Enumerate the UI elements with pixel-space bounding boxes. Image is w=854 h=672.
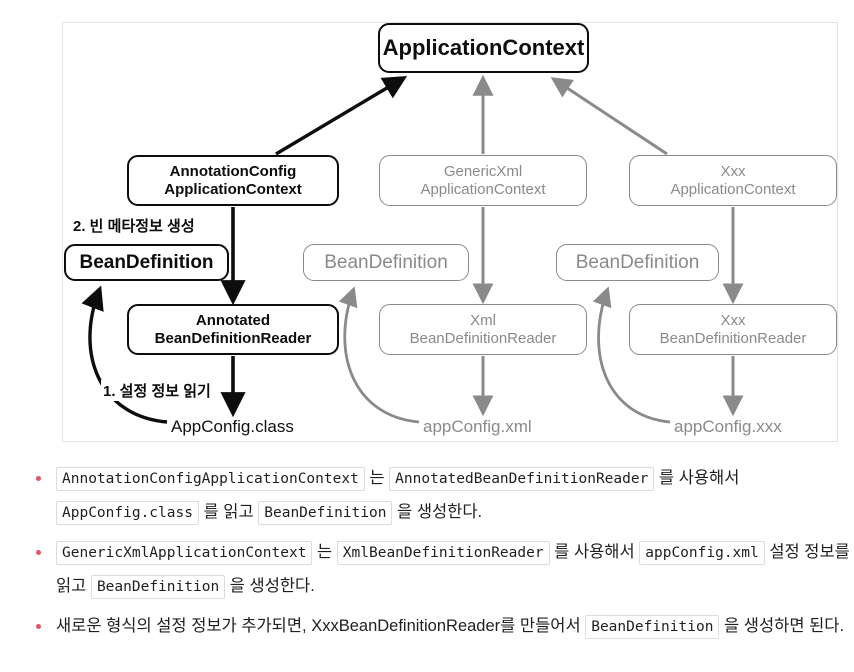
node-xxx-bean-definition-reader[interactable]: Xxx BeanDefinitionReader xyxy=(629,304,837,355)
inline-code: GenericXmlApplicationContext xyxy=(56,541,313,565)
node-bean-definition-xml-label: BeanDefinition xyxy=(324,251,448,273)
list-item: 새로운 형식의 설정 정보가 추가되면, XxxBeanDefinitionRe… xyxy=(0,610,854,644)
node-xxx-application-context[interactable]: Xxx ApplicationContext xyxy=(629,155,837,206)
node-bean-definition-xml[interactable]: BeanDefinition xyxy=(303,244,469,281)
node-annotated-bean-definition-reader-label: Annotated BeanDefinitionReader xyxy=(154,312,312,347)
node-generic-xml-application-context-label: GenericXml ApplicationContext xyxy=(420,163,546,198)
edge-xxx-to-applicationcontext xyxy=(550,77,668,156)
note-text: 는 xyxy=(364,469,390,487)
note-text: 를 읽고 xyxy=(198,503,259,521)
note-text: 는 xyxy=(312,543,337,561)
edge-appconfigclass-to-beandefinition xyxy=(81,285,168,424)
notes-list: AnnotationConfigApplicationContext 는 Ann… xyxy=(0,462,854,650)
inline-code: AnnotationConfigApplicationContext xyxy=(56,467,365,491)
note-text: 새로운 형식의 설정 정보가 추가되면, XxxBeanDefinitionRe… xyxy=(56,617,586,635)
inline-code: BeanDefinition xyxy=(90,575,226,599)
diagram-frame: ApplicationContext AnnotationConfig Appl… xyxy=(62,22,838,442)
inline-code: BeanDefinition xyxy=(585,615,720,639)
note-body: AnnotationConfigApplicationContext 는 Ann… xyxy=(56,467,744,525)
note-text: 을 생성한다. xyxy=(225,577,315,595)
diagram-connectors xyxy=(81,74,744,424)
bullet-icon xyxy=(36,476,41,481)
bullet-icon xyxy=(36,550,41,555)
label-step-2: 2. 빈 메타정보 생성 xyxy=(71,215,197,236)
inline-code: appConfig.xml xyxy=(639,541,765,565)
edge-annotationconfig-to-applicationcontext xyxy=(275,75,408,156)
note-text: 을 생성하면 된다. xyxy=(719,617,845,635)
label-app-config-xxx: appConfig.xxx xyxy=(674,417,782,436)
inline-code: XmlBeanDefinitionReader xyxy=(336,541,550,565)
node-xxx-application-context-label: Xxx ApplicationContext xyxy=(670,163,796,198)
node-bean-definition-xxx[interactable]: BeanDefinition xyxy=(556,244,719,281)
edge-appconfigxxx-to-beandefinition-xxx xyxy=(592,286,671,424)
note-text: 설정 정보를 읽고 xyxy=(56,543,854,595)
node-generic-xml-application-context[interactable]: GenericXml ApplicationContext xyxy=(379,155,587,206)
note-body: GenericXmlApplicationContext 는 XmlBeanDe… xyxy=(56,541,854,599)
label-app-config-class: AppConfig.class xyxy=(171,417,294,436)
node-annotated-bean-definition-reader[interactable]: Annotated BeanDefinitionReader xyxy=(127,304,339,355)
node-application-context[interactable]: ApplicationContext xyxy=(378,23,589,73)
inline-code: BeanDefinition xyxy=(258,501,393,525)
list-item: GenericXmlApplicationContext 는 XmlBeanDe… xyxy=(0,536,854,604)
edge-appconfigxml-to-beandefinition-xml xyxy=(338,286,420,424)
note-text: 을 생성한다. xyxy=(392,503,483,521)
note-text: 를 사용해서 xyxy=(654,469,744,487)
node-bean-definition-annotation[interactable]: BeanDefinition xyxy=(64,244,229,281)
node-xml-bean-definition-reader[interactable]: Xml BeanDefinitionReader xyxy=(379,304,587,355)
node-xxx-bean-definition-reader-label: Xxx BeanDefinitionReader xyxy=(659,312,807,347)
label-app-config-xml: appConfig.xml xyxy=(423,417,532,436)
node-bean-definition-xxx-label: BeanDefinition xyxy=(575,251,700,273)
list-item: AnnotationConfigApplicationContext 는 Ann… xyxy=(0,462,854,530)
node-annotation-config-application-context[interactable]: AnnotationConfig ApplicationContext xyxy=(127,155,339,206)
inline-code: AnnotatedBeanDefinitionReader xyxy=(389,467,655,491)
label-step-1: 1. 설정 정보 읽기 xyxy=(101,380,213,401)
node-annotation-config-application-context-label: AnnotationConfig ApplicationContext xyxy=(164,163,302,198)
node-application-context-label: ApplicationContext xyxy=(382,35,585,61)
note-text: 를 사용해서 xyxy=(549,543,640,561)
bullet-icon xyxy=(36,624,41,629)
node-bean-definition-annotation-label: BeanDefinition xyxy=(79,251,214,273)
note-body: 새로운 형식의 설정 정보가 추가되면, XxxBeanDefinitionRe… xyxy=(56,615,845,639)
node-xml-bean-definition-reader-label: Xml BeanDefinitionReader xyxy=(409,312,557,347)
inline-code: AppConfig.class xyxy=(56,501,199,525)
